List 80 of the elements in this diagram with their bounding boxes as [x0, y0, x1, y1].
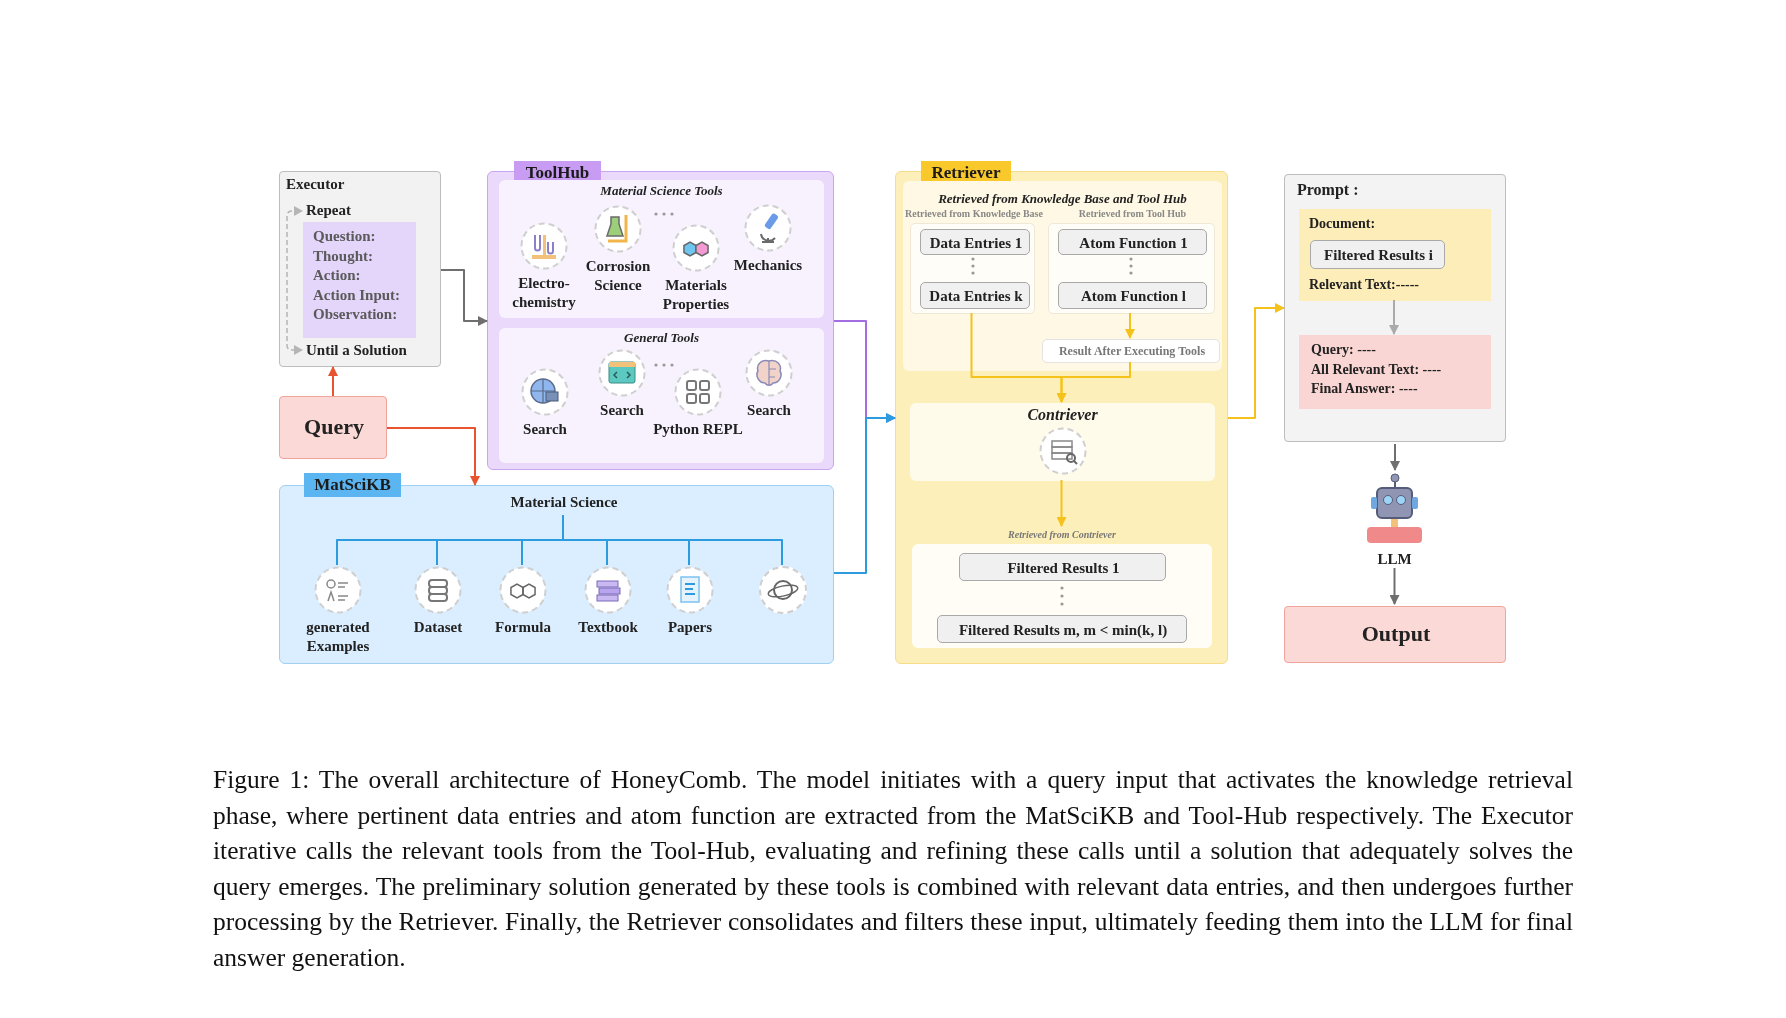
group-heading: Material Science Tools [599, 183, 724, 200]
tool-label: Materials Properties [661, 276, 731, 314]
arrow [1389, 567, 1400, 605]
source-heading: Retrieved from Tool Hub [1077, 208, 1188, 221]
box-label: Query [303, 413, 365, 441]
prompt-panel [1284, 174, 1506, 442]
box-label: Output [1360, 620, 1432, 648]
model-label: LLM [1376, 550, 1413, 569]
result-box [1042, 339, 1220, 363]
arrow [386, 427, 480, 486]
box-label: Result After Executing Tools [1057, 344, 1207, 359]
loop-label: Repeat [306, 201, 351, 220]
answer-template-box [1299, 335, 1491, 409]
tool-label: Search [522, 420, 568, 439]
tool-label: Textbook [577, 618, 639, 637]
figure-caption: Figure 1: The overall architecture of HoneyComb. The model initiates with a query input that activates the knowledge retrieval phase, where pertinent data entries and atom function are extracted from the MatSciKB and Tool-Hub respectively. The Executor iterative calls the relevant tools from the Tool-Hub, evaluating and refining these calls until a solution that adequately solves the query emerges. The preliminary solution generated by these tools is combined with relevant data entries, and then undergoes further processing by the Retriever. Finally, the Retriever consolidates and filters these input, ultimately feeding them into the LLM for final answer generation. [213, 764, 1573, 974]
box-label: Filtered Results 1 [1006, 559, 1121, 578]
tool-group-panel [499, 180, 824, 318]
panel-heading: Contriever [1026, 405, 1099, 425]
planet-icon [759, 566, 807, 614]
tool-label: Dataset [412, 618, 464, 637]
loop-label: Until a Solution [306, 341, 407, 360]
box-label: Atom Function 1 [1078, 234, 1189, 253]
step-list-box [303, 222, 416, 338]
arrow [833, 413, 896, 574]
entry-box [1058, 229, 1207, 255]
arrow [1389, 299, 1399, 335]
arrow [1056, 479, 1067, 527]
field-label: All Relevant Text: ---- [1311, 360, 1442, 378]
tool-label: Python REPL [653, 420, 743, 439]
step-label: Thought: [313, 246, 374, 266]
entry-box [920, 229, 1030, 255]
result-box [937, 615, 1187, 643]
tool-label: Papers [666, 618, 714, 637]
tool-label: Mechanics [732, 256, 804, 275]
entry-box [1058, 282, 1207, 309]
field-label: Document: [1309, 215, 1376, 233]
arrow [1125, 312, 1135, 339]
result-box [959, 553, 1166, 581]
box-label: Atom Function l [1080, 287, 1187, 306]
query-box [279, 396, 387, 459]
tool-label: Search [746, 401, 792, 420]
arrow [440, 269, 488, 326]
step-label: Action Input: [313, 285, 401, 305]
tool-label: Formula [494, 618, 552, 637]
panel-heading: Executor [286, 175, 345, 194]
tree-line [562, 514, 783, 566]
arrow [1227, 303, 1285, 419]
field-label: Relevant Text:----- [1309, 276, 1420, 294]
panel-heading: Prompt : [1297, 180, 1359, 200]
box-label: Data Entries k [928, 287, 1024, 306]
tool-label: Corrosion Science [584, 257, 652, 295]
step-label: Observation: [313, 305, 398, 325]
group-heading: Retrieved from Knowledge Base and Tool Hub [937, 191, 1188, 208]
field-label: Query: ---- [1311, 341, 1376, 359]
result-box [1310, 240, 1445, 269]
arrow [1390, 443, 1400, 471]
entry-box [920, 282, 1030, 309]
tool-group-panel [499, 328, 824, 463]
retrieval-panel [903, 181, 1222, 371]
group-heading: General Tools [623, 330, 700, 347]
executor-panel [279, 171, 441, 367]
output-box [1284, 606, 1506, 663]
source-heading: Retrieved from Knowledge Base [904, 208, 1044, 221]
box-label: Data Entries 1 [928, 234, 1024, 253]
arrow [328, 366, 338, 397]
tool-label: generated Examples [305, 618, 371, 656]
tree-root-label: Material Science [509, 493, 619, 512]
tool-label: Electro- chemistry [511, 274, 577, 312]
box-label: Filtered Results i [1323, 246, 1434, 265]
source-heading: Retrieved from Contriever [1007, 529, 1117, 542]
field-label: Final Answer: ---- [1311, 380, 1418, 398]
section-tab: MatSciKB [304, 473, 401, 497]
step-label: Question: [313, 227, 376, 246]
step-label: Action: [313, 266, 361, 285]
tool-label: Search [599, 401, 645, 420]
document-box [1299, 209, 1491, 301]
arrow [1056, 361, 1131, 403]
contriever-panel [910, 403, 1215, 481]
box-label: Filtered Results m, m < min(k, l) [957, 621, 1169, 640]
